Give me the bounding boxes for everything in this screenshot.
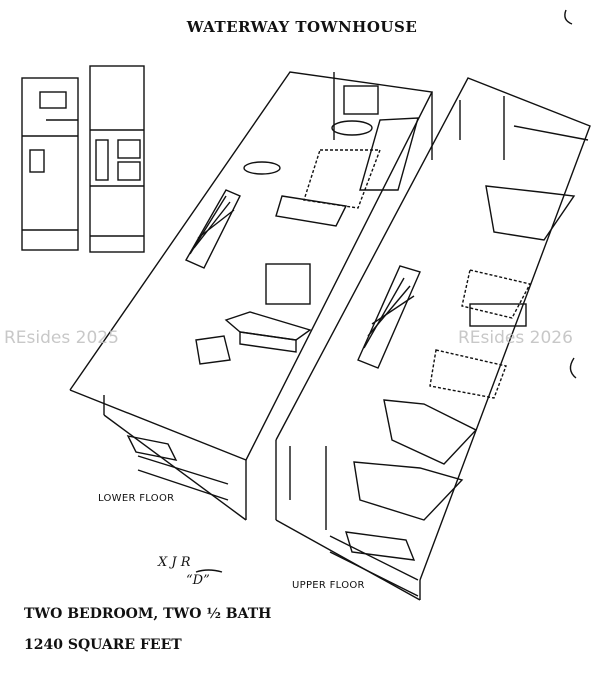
handwritten-mark: X J R xyxy=(158,555,191,570)
lower-floor-label: LOWER FLOOR xyxy=(98,493,175,504)
page-title: WATERWAY TOWNHOUSE xyxy=(186,18,418,36)
upper-floor-iso xyxy=(275,77,591,601)
corner-mark xyxy=(564,9,573,25)
flat-plan-upper xyxy=(89,65,145,253)
square-feet-text: 1240 SQUARE FEET xyxy=(24,637,182,653)
lower-floor-iso xyxy=(69,71,434,521)
bedroom-bath-text: TWO BEDROOM, TWO ½ BATH xyxy=(24,606,272,622)
handwritten-mark-d: “D” xyxy=(186,573,210,588)
watermark-left: REsides 2025 xyxy=(4,328,119,348)
upper-floor-label: UPPER FLOOR xyxy=(292,580,365,591)
flat-plan-lower xyxy=(21,77,79,251)
watermark-right: REsides 2026 xyxy=(458,328,573,348)
